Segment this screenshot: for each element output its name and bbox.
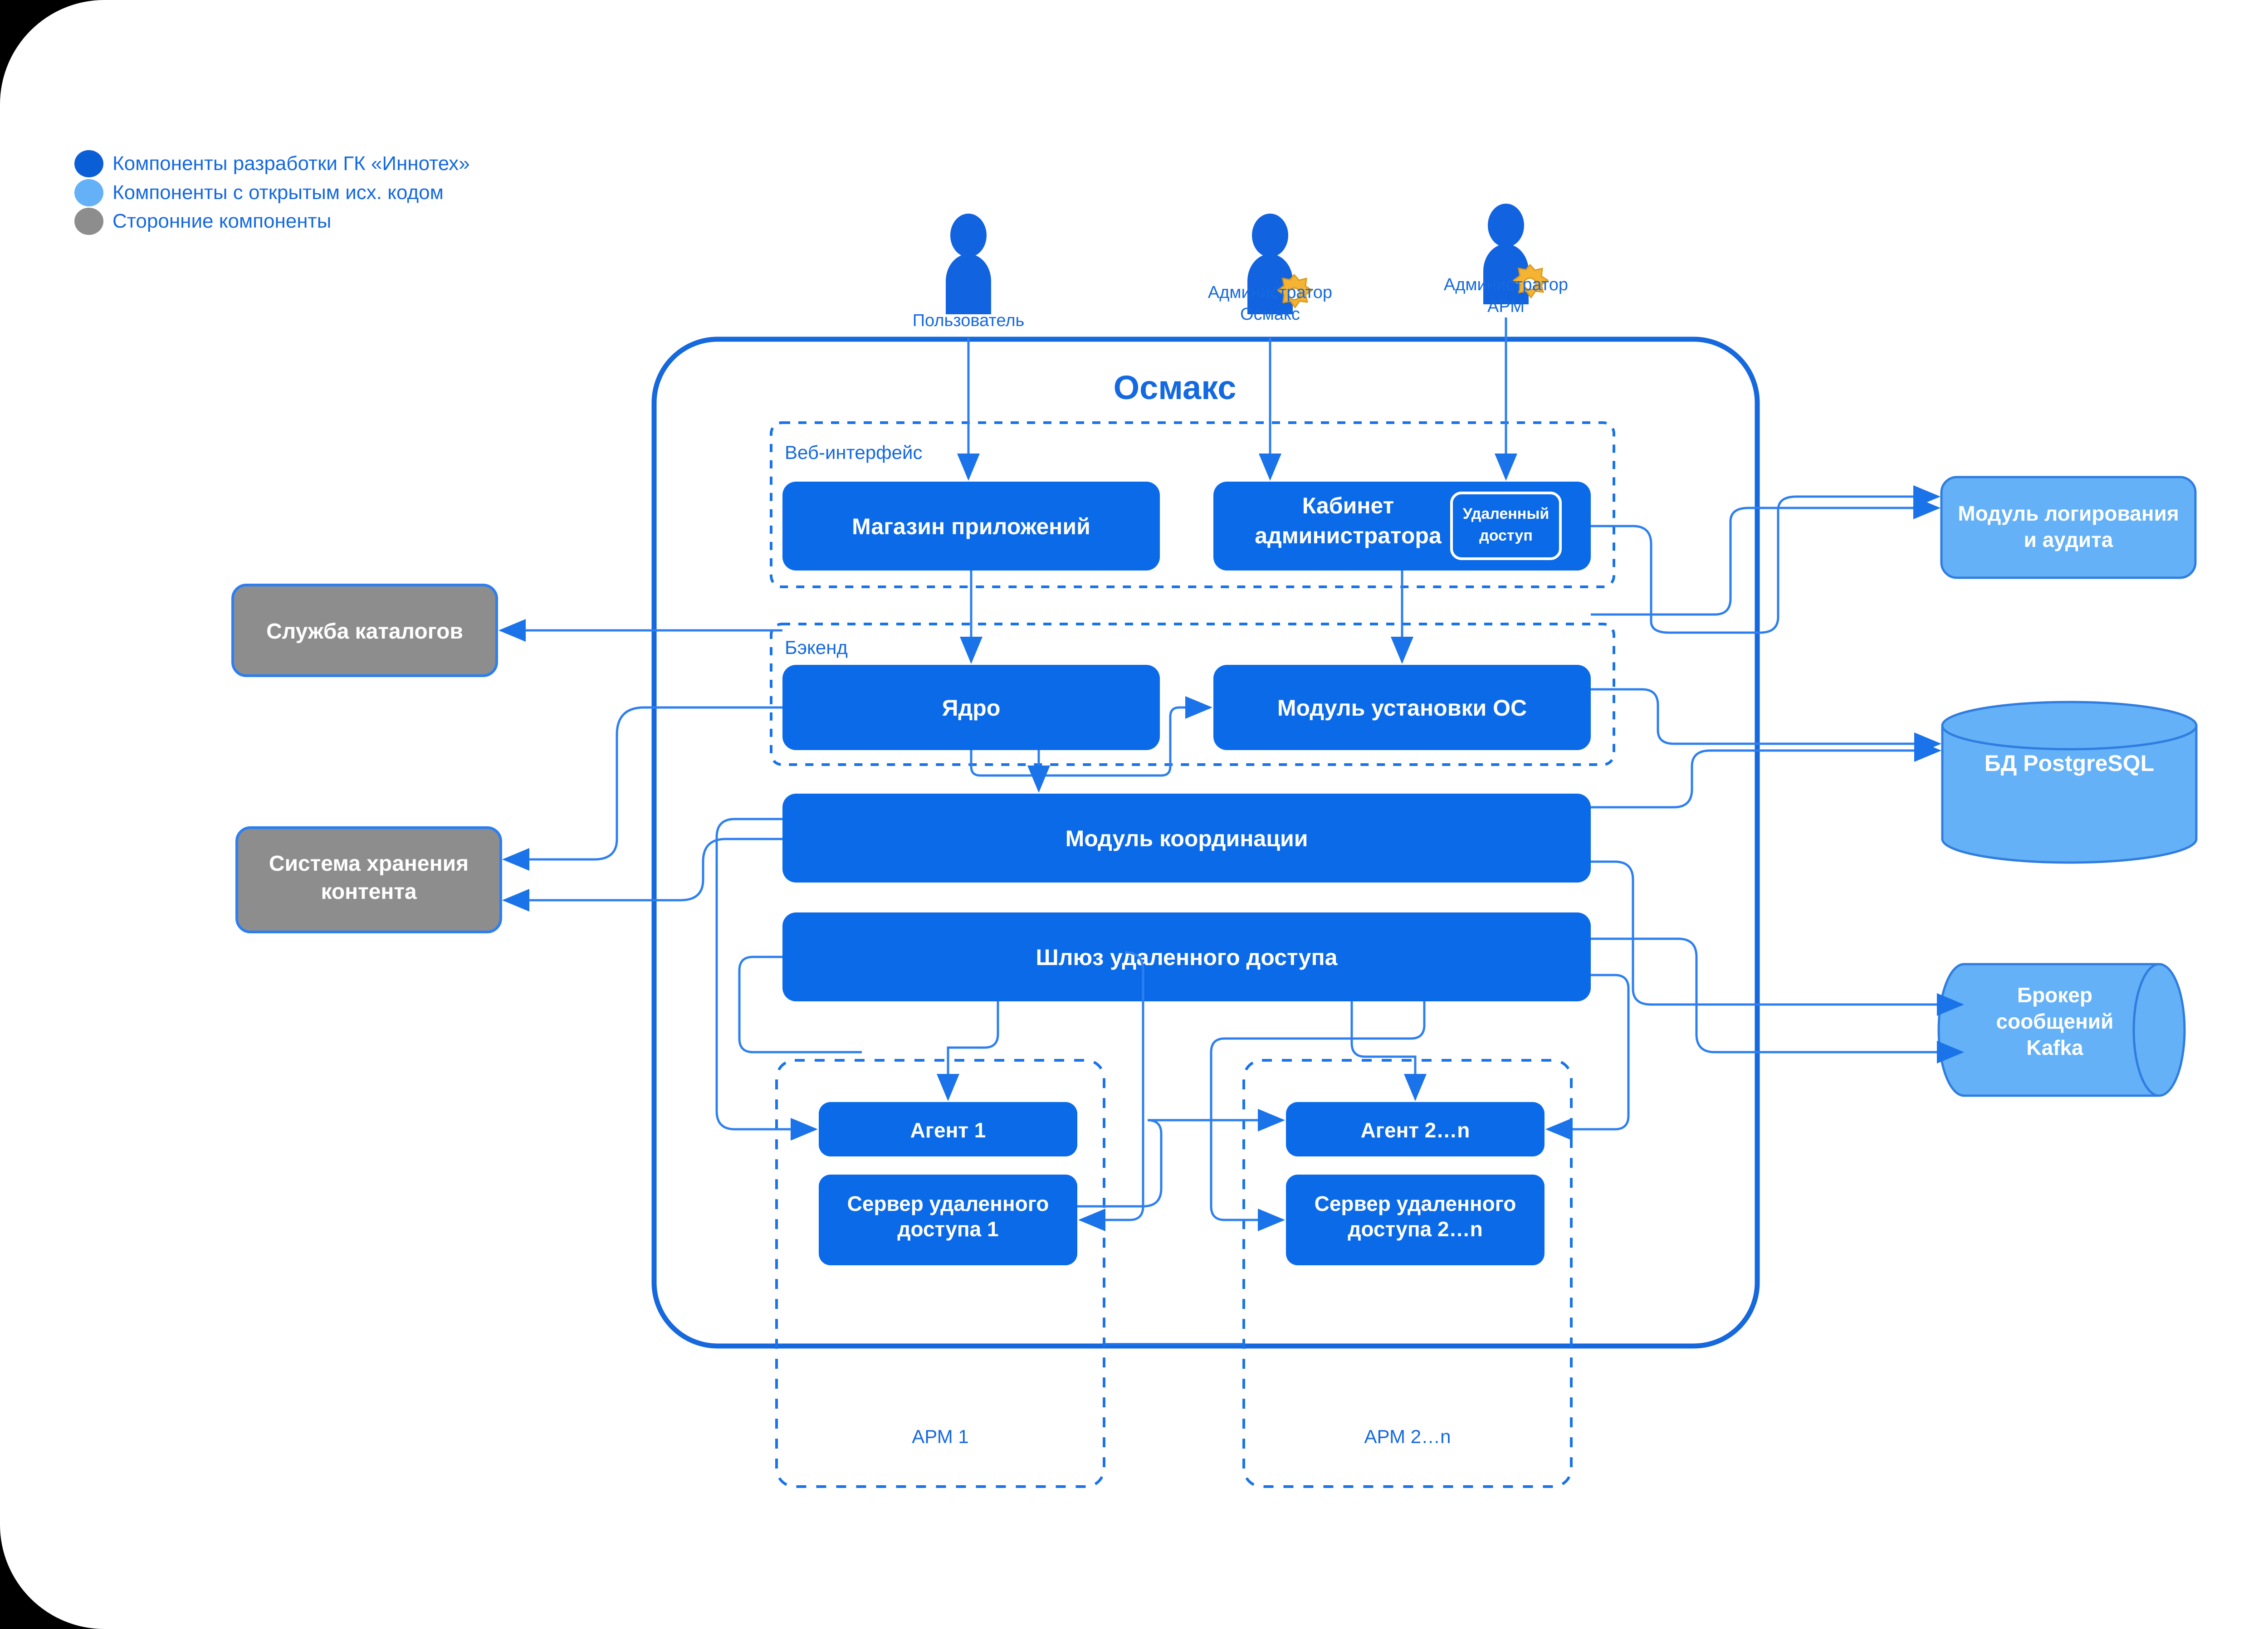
node-remote-gateway-label: Шлюз удаленного доступа: [1036, 945, 1338, 970]
node-admin-cabinet-label-1: Кабинет: [1302, 493, 1394, 518]
node-os-install[interactable]: [1213, 665, 1591, 750]
edge-core-to-os-install: [970, 696, 1212, 777]
group-backend: [770, 623, 1615, 766]
node-kafka-label-3: Kafka: [2026, 1036, 2083, 1059]
node-content-storage-label-1: Система хранения: [269, 852, 469, 876]
edge-coordination-to-postgres: [1591, 739, 1941, 809]
group-backend-label: Бэкенд: [785, 637, 848, 658]
actor-user: Пользователь: [913, 214, 1025, 330]
node-ras2n[interactable]: [1286, 1175, 1545, 1265]
node-agent2n[interactable]: [1286, 1102, 1545, 1156]
gear-icon: [1512, 263, 1549, 299]
node-kafka-label-1: Брокер: [2017, 983, 2092, 1007]
edge-gateway-to-agent2n: [1350, 1001, 1427, 1101]
edge-gateway-to-ras2n: [1210, 1001, 1426, 1231]
edge-to-content-storage-2: [502, 838, 782, 912]
edge-ras1-to-right: [1077, 1109, 1285, 1208]
legend: Компоненты разработки ГК «Иннотех» Компо…: [74, 150, 470, 235]
node-content-storage[interactable]: [235, 826, 502, 933]
node-core-label: Ядро: [942, 695, 1001, 721]
node-agent1-label: Агент 1: [910, 1118, 986, 1142]
page-title: Осмакс: [1114, 369, 1237, 406]
edge-right-to-ras1: [1078, 951, 1144, 1231]
node-coordination[interactable]: [782, 794, 1591, 883]
osmaks-container: [651, 337, 1760, 1349]
legend-label-2: Сторонние компоненты: [112, 210, 331, 232]
legend-dot-1: [74, 179, 103, 206]
node-ras2n-label-2: доступа 2…n: [1348, 1217, 1482, 1241]
node-core[interactable]: [782, 665, 1160, 750]
group-arm1: [775, 1059, 1105, 1488]
actor-admin-osmaks-label-1: Администратор: [1208, 283, 1332, 302]
node-app-store-label: Магазин приложений: [852, 514, 1090, 539]
person-head-icon: [950, 214, 987, 257]
person-body-icon: [1483, 244, 1529, 304]
node-agent1[interactable]: [819, 1102, 1077, 1156]
node-kafka[interactable]: Брокер сообщений Kafka: [1937, 963, 2186, 1097]
node-agent2n-label: Агент 2…n: [1361, 1118, 1470, 1142]
node-postgres-label: БД PostgreSQL: [1984, 751, 2154, 776]
node-kafka-label-2: сообщений: [1996, 1010, 2114, 1033]
actor-admin-osmaks: Администратор Осмакс: [1208, 214, 1332, 324]
person-body-icon: [1247, 254, 1293, 314]
actor-user-label: Пользователь: [913, 311, 1025, 330]
node-os-install-label: Модуль установки ОС: [1277, 695, 1527, 721]
node-postgres[interactable]: БД PostgreSQL: [1941, 701, 2198, 864]
group-web-interface-label: Веб-интерфейс: [785, 442, 922, 463]
edge-gateway-left-loop: [738, 956, 862, 1053]
node-content-storage-label-2: контента: [321, 880, 416, 904]
node-ras1[interactable]: [819, 1175, 1077, 1265]
node-remote-gateway[interactable]: [782, 912, 1591, 1001]
edge-coordination-to-agent1: [715, 818, 818, 1141]
edge-os-install-to-postgres: [1591, 688, 1941, 755]
actor-admin-osmaks-label-2: Осмакс: [1240, 305, 1300, 324]
legend-dot-2: [74, 208, 103, 235]
legend-dot-0: [74, 150, 103, 177]
person-head-icon: [1252, 214, 1288, 257]
actor-admin-arm: Администратор АРМ: [1444, 204, 1568, 316]
node-ras1-label-2: доступа 1: [897, 1217, 998, 1241]
legend-label-0: Компоненты разработки ГК «Иннотех»: [112, 152, 470, 175]
node-logging-audit[interactable]: [1940, 476, 2197, 579]
group-web-interface: [770, 421, 1615, 588]
gear-icon: [1276, 273, 1313, 309]
edge-coordination-to-kafka: [1591, 860, 1964, 1016]
person-body-icon: [946, 254, 991, 314]
edge-cabinet-to-logging: [1591, 485, 1941, 634]
group-arm2n-label: АРМ 2…n: [1364, 1426, 1451, 1447]
badge-remote-access-label-1: Удаленный: [1463, 505, 1549, 522]
group-arm1-label: АРМ 1: [912, 1426, 969, 1447]
edge-gateway-right-to-agent2n: [1545, 974, 1630, 1141]
badge-remote-access-label-2: доступ: [1479, 527, 1533, 544]
node-ras2n-label-1: Сервер удаленного: [1315, 1192, 1516, 1215]
group-arm2n: [1242, 1059, 1573, 1488]
connectors: [499, 317, 1964, 1346]
actor-admin-arm-label-2: АРМ: [1487, 297, 1525, 316]
node-coordination-label: Модуль координации: [1066, 826, 1308, 851]
edge-to-content-storage-1: [502, 706, 782, 871]
node-admin-cabinet-label-2: администратора: [1255, 523, 1442, 548]
edge-gateway-to-kafka: [1591, 937, 1964, 1063]
node-directory-service-label: Служба каталогов: [266, 619, 463, 644]
node-app-store[interactable]: [782, 482, 1160, 571]
node-ras1-label-1: Сервер удаленного: [847, 1192, 1049, 1215]
actor-admin-arm-label-1: Администратор: [1444, 275, 1568, 294]
edge-gateway-to-ras1: [937, 1001, 999, 1101]
edge-os-install-to-logging: [1591, 497, 1941, 616]
node-directory-service[interactable]: [231, 584, 498, 677]
badge-remote-access[interactable]: [1450, 492, 1562, 560]
node-logging-audit-label-1: Модуль логирования: [1958, 502, 2179, 525]
node-logging-audit-label-2: и аудита: [2024, 528, 2113, 551]
person-head-icon: [1488, 204, 1524, 247]
legend-label-1: Компоненты с открытым исх. кодом: [112, 181, 444, 204]
